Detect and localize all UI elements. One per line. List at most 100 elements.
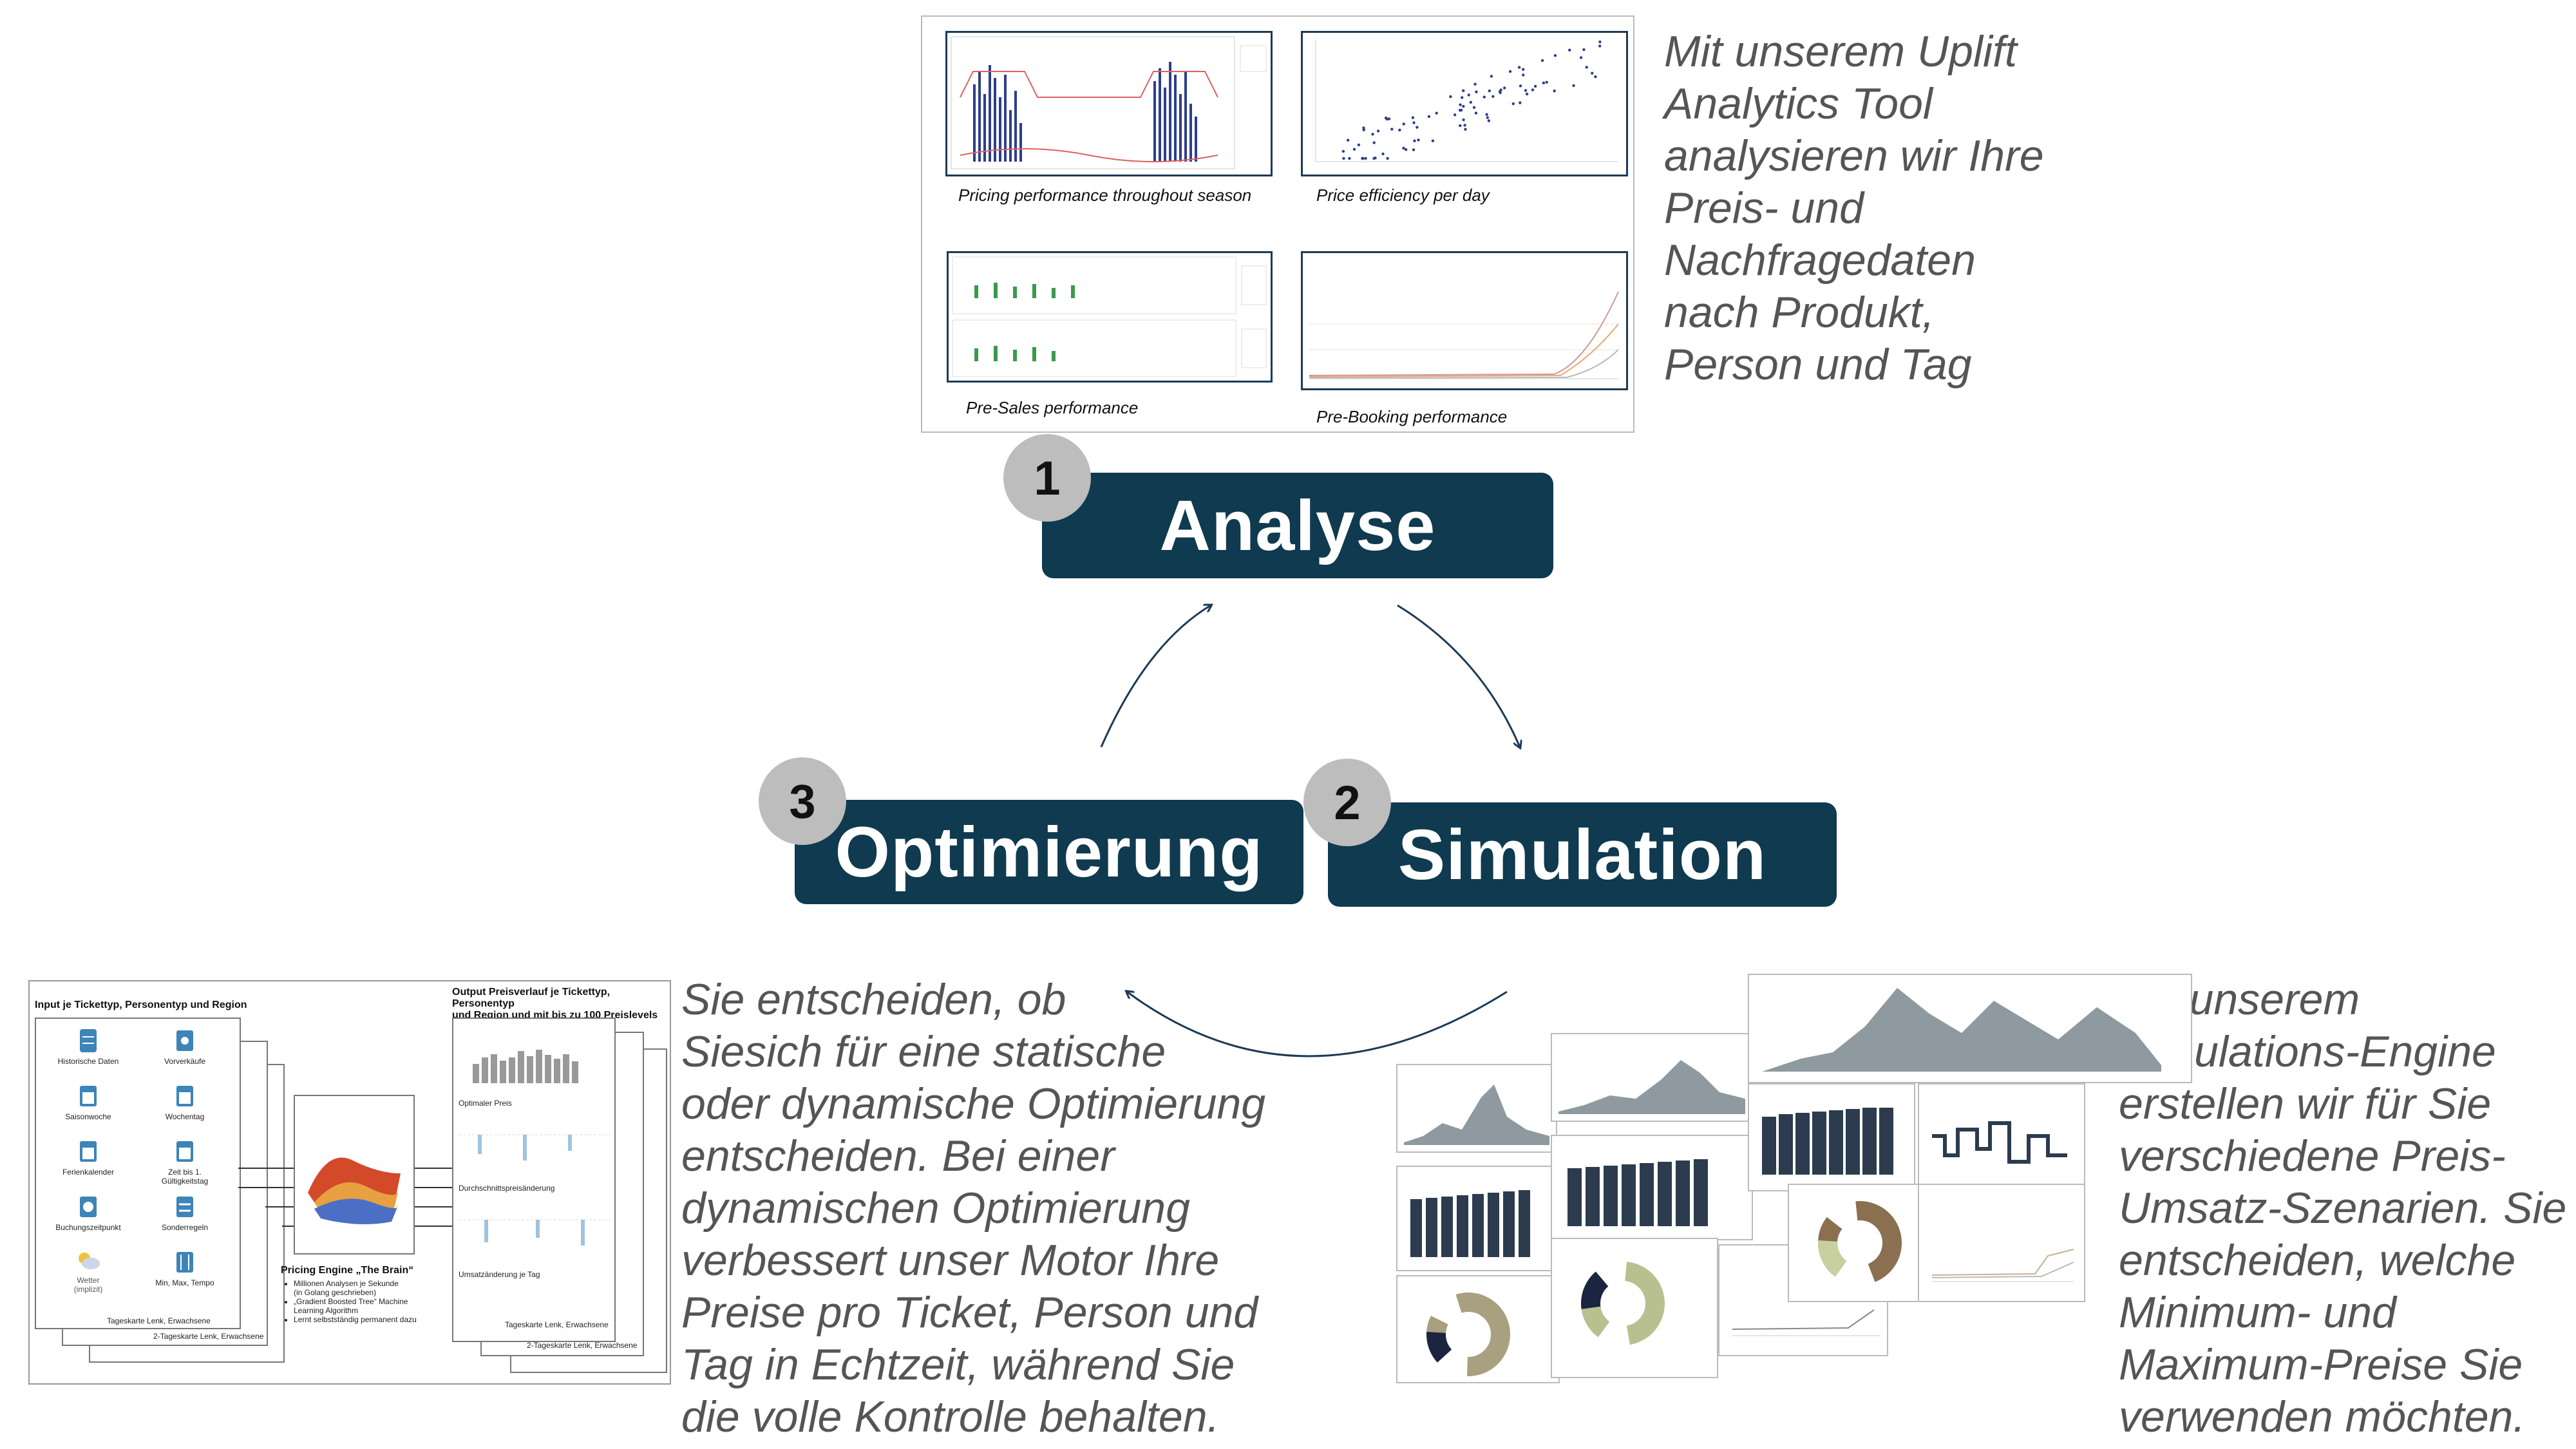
scatter-point — [1533, 84, 1537, 88]
scatter-point — [1598, 40, 1602, 44]
scatter-point — [1524, 89, 1528, 92]
sim-card-area-1 — [1396, 1064, 1557, 1153]
engine-bullets: Millionen Analysen je Sekunde (in Golang… — [281, 1279, 468, 1324]
scatter-point — [1585, 66, 1588, 69]
surface-plot-icon — [308, 1157, 401, 1224]
scatter-point — [1384, 116, 1388, 120]
scatter-point — [1398, 128, 1401, 132]
rules-icon — [176, 1197, 193, 1217]
scatter-point — [1519, 101, 1522, 104]
pre-sales-thumbnail — [947, 251, 1273, 383]
input-item: Sonderregeln — [137, 1194, 233, 1249]
arrow-analyse-to-simulation — [1397, 604, 1520, 747]
scatter-point — [1525, 92, 1529, 96]
input-sheet-front: Historische Daten Saisonwoche Ferienkale… — [35, 1018, 241, 1329]
scatter-point — [1386, 156, 1389, 160]
arrow-simulation-to-optimierung — [1127, 992, 1508, 1057]
price-change-chart — [459, 1134, 609, 1160]
scatter-point — [1417, 138, 1420, 142]
scatter-point — [1371, 133, 1374, 136]
sim-card-bars-2 — [1551, 1135, 1753, 1240]
scatter-point — [1568, 48, 1571, 52]
scatter-point — [1342, 156, 1345, 160]
scatter-point — [1390, 128, 1394, 131]
scatter-point — [1488, 89, 1491, 93]
scatter-point — [1449, 95, 1452, 99]
pricing-performance-chart — [951, 36, 1267, 169]
scatter-point — [1492, 95, 1495, 98]
pricing-engine-text: Pricing Engine „The Brain“ Millionen Ana… — [281, 1265, 468, 1324]
output-sheet-footer: Tageskarte Lenk, Erwachsene — [505, 1320, 609, 1329]
sim-card-bars-3 — [1748, 1083, 1915, 1191]
scatter-point — [1499, 91, 1502, 95]
arrow-optimierung-to-analyse — [1100, 605, 1211, 748]
caption-pre-sales: Pre-Sales performance — [966, 398, 1139, 417]
scatter-point — [1348, 156, 1351, 160]
scatter-point — [1598, 44, 1602, 48]
caption-price-efficiency: Price efficiency per day — [1316, 185, 1490, 205]
output-title: Output Preisverlauf je Tickettyp, Person… — [452, 987, 658, 1021]
scatter-point — [1427, 115, 1431, 118]
sim-card-efficiency — [1918, 1083, 2085, 1191]
price-efficiency-thumbnail — [1301, 31, 1628, 176]
sim-card-donut-2 — [1551, 1238, 1718, 1378]
scatter-point — [1464, 128, 1467, 131]
analytics-screenshot-panel: Pricing performance throughout season Pr… — [921, 15, 1634, 433]
price-bars-chart — [473, 1050, 578, 1083]
scatter-point — [1531, 88, 1535, 91]
input-item: Vorverkäufe — [137, 1028, 233, 1083]
scatter-point — [1381, 152, 1385, 156]
scatter-point — [1362, 128, 1365, 131]
scatter-point — [1522, 68, 1525, 71]
stage-simulation: Simulation — [1328, 802, 1837, 907]
scatter-point — [1341, 149, 1345, 153]
stage-number-2: 2 — [1303, 759, 1391, 846]
scatter-point — [1475, 90, 1478, 93]
input-item: Zeit bis 1. Gültigkeitstag — [137, 1139, 233, 1194]
scatter-point — [1591, 71, 1594, 75]
sim-card-area-2 — [1551, 1033, 1753, 1122]
pricing-performance-thumbnail — [945, 31, 1273, 176]
scatter-point — [1352, 147, 1356, 151]
scatter-point — [1579, 56, 1583, 59]
caption-pre-booking: Pre-Booking performance — [1316, 407, 1508, 426]
scatter-point — [1462, 104, 1465, 108]
input-item: Wochentag — [137, 1083, 233, 1139]
output-section-revenue-change: Umsatzänderung je Tag — [459, 1270, 540, 1279]
scatter-point — [1412, 148, 1416, 151]
input-item: Wetter (implizit) — [40, 1249, 137, 1305]
scatter-point — [1416, 126, 1419, 129]
scatter-point — [1413, 139, 1416, 142]
optimization-screenshot-panel: Input je Tickettyp, Personentyp und Regi… — [28, 980, 671, 1385]
scatter-point — [1361, 156, 1364, 160]
scatter-point — [1463, 124, 1466, 127]
inputs-left-column: Historische Daten Saisonwoche Ferienkale… — [40, 1028, 137, 1305]
input-item: Historische Daten — [40, 1028, 137, 1083]
scatter-point — [1472, 106, 1476, 109]
pre-booking-chart — [1309, 291, 1619, 379]
scatter-point — [1469, 100, 1472, 104]
stage-number-3: 3 — [759, 757, 846, 845]
scatter-point — [1482, 95, 1486, 99]
scatter-point — [1453, 113, 1457, 117]
scatter-point — [1485, 113, 1488, 116]
calendar-icon — [80, 1086, 97, 1106]
scatter-point — [1372, 156, 1376, 160]
scatter-point — [1402, 122, 1405, 126]
input-sheet-footer: Tageskarte Lenk, Erwachsene — [107, 1316, 211, 1325]
scatter-point — [1490, 75, 1493, 78]
scatter-point — [1372, 141, 1376, 144]
input-sheet-footer-2: 2-Tageskarte Lenk, Erwachsene — [153, 1332, 264, 1341]
scatter-point — [1467, 93, 1470, 97]
scatter-point — [1545, 80, 1548, 84]
scatter-point — [1357, 143, 1361, 147]
analyse-description: Mit unserem Uplift Analytics Tool analys… — [1664, 27, 2044, 389]
scatter-point — [1376, 129, 1380, 133]
scatter-point — [1411, 116, 1415, 119]
sim-card-area-3 — [1748, 974, 2192, 1083]
scatter-point — [1553, 90, 1556, 93]
caption-pricing-performance: Pricing performance throughout season — [958, 185, 1252, 205]
calendar-icon — [176, 1086, 193, 1106]
scatter-point — [1431, 139, 1435, 142]
